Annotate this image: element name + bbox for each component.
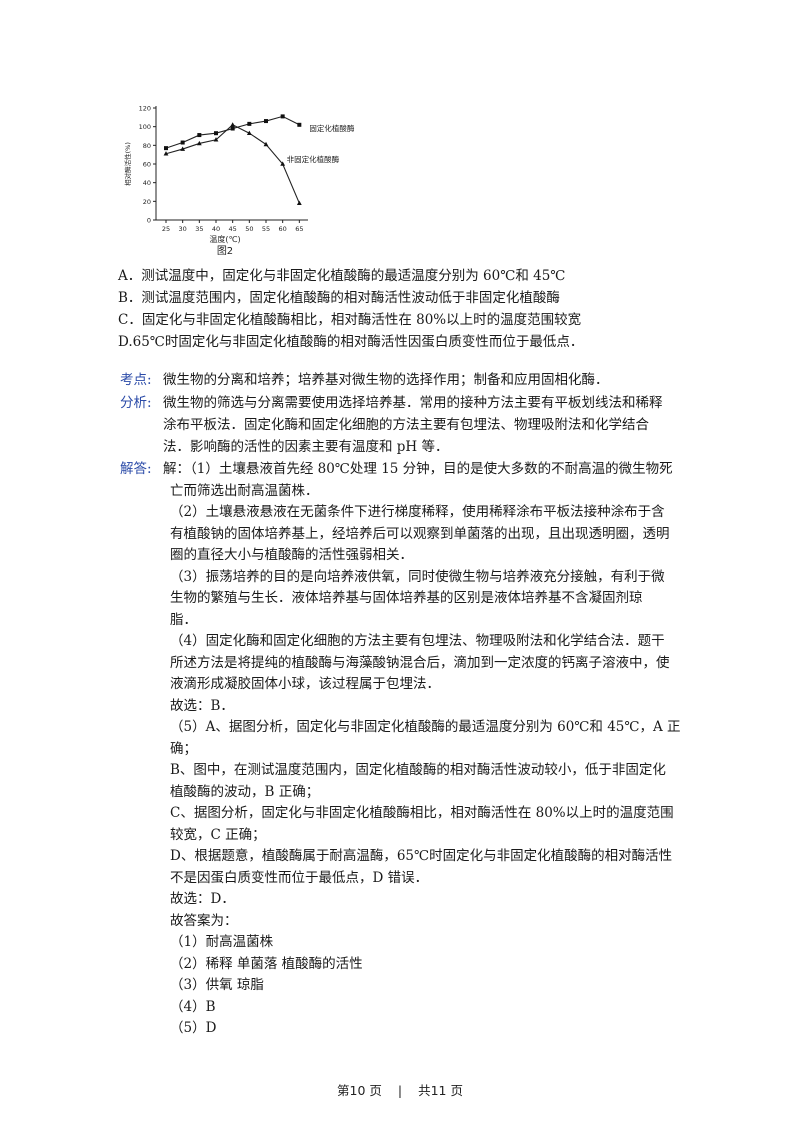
y-tick-label: 20 — [143, 198, 151, 206]
page-footer: 第10 页 | 共11 页 — [0, 1080, 800, 1099]
option-c: C．固定化与非固定化植酸酶相比，相对酶活性在 80%以上时的温度范围较宽 — [118, 312, 582, 328]
y-tick-label: 80 — [143, 142, 151, 150]
jieda-line: 故选：D． — [170, 891, 235, 907]
data-point — [180, 146, 186, 151]
data-point — [163, 151, 169, 156]
y-tick-label: 100 — [139, 123, 151, 131]
jieda-line: 液滴形成凝胶固体小球，该过程属于包埋法． — [170, 676, 440, 692]
figure-caption: 图2 — [217, 245, 233, 257]
data-point — [296, 200, 302, 205]
y-tick-label: 40 — [143, 179, 151, 187]
fenxi-line: 涂布平板法．固定化酶和固定化细胞的方法主要有包埋法、物理吸附法和化学结合 — [163, 417, 649, 433]
series-line — [165, 115, 300, 149]
data-point — [297, 122, 302, 127]
y-axis-label: 相对酶活性(%) — [123, 142, 132, 186]
x-tick-label: 25 — [162, 225, 170, 233]
jieda-line: （2）稀释 单菌落 植酸酶的活性 — [170, 955, 363, 972]
data-point — [246, 130, 252, 135]
jieda-line: 故答案为： — [170, 912, 238, 929]
series-line — [165, 124, 300, 204]
x-tick-label: 65 — [295, 225, 303, 233]
page-number: 第10 页 — [337, 1083, 382, 1098]
option-b: B．测试温度范围内，固定化植酸酶的相对酶活性波动低于非固定化植酸酶 — [118, 290, 560, 306]
jieda-line: （4）B — [170, 998, 216, 1015]
jieda-line: （5）A、据图分析，固定化与非固定化植酸酶的最适温度分别为 60℃和 45℃，A… — [170, 719, 681, 735]
data-point — [280, 161, 286, 166]
jieda-line: 植酸酶的波动，B 正确； — [170, 783, 320, 800]
data-point — [247, 121, 252, 126]
fenxi-line: 微生物的筛选与分离需要使用选择培养基．常用的接种方法主要有平板划线法和稀释 — [163, 395, 663, 411]
jieda-line: 不是因蛋白质变性而位于最低点，D 错误． — [170, 869, 429, 886]
series-label: 固定化植酸酶 — [309, 123, 354, 133]
jieda-line: C、据图分析，固定化与非固定化植酸酶相比，相对酶活性在 80%以上时的温度范围 — [170, 805, 674, 821]
fenxi-label: 分析: — [120, 395, 152, 411]
jieda-line: D、根据题意，植酸酶属于耐高温酶，65℃时固定化与非固定化植酸酶的相对酶活性 — [170, 848, 673, 864]
jieda-line: 生物的繁殖与生长．液体培养基与固体培养基的区别是液体培养基不含凝固剂琼 — [170, 590, 643, 606]
jieda-line: 圈的直径大小与植酸酶的活性强弱相关． — [170, 547, 413, 563]
data-point — [214, 131, 218, 136]
jieda-line: （4）固定化酶和固定化细胞的方法主要有包埋法、物理吸附法和化学结合法．题干 — [170, 633, 665, 649]
total-pages: 共11 页 — [418, 1083, 463, 1098]
x-tick-label: 45 — [229, 225, 237, 233]
jieda-line: （5）D — [170, 1020, 217, 1036]
jieda-line: B、图中，在测试温度范围内，固定化植酸酶的相对酶活性波动较小，低于非固定化 — [170, 762, 666, 778]
x-tick-label: 50 — [245, 225, 253, 233]
data-point — [164, 146, 168, 151]
enzyme-activity-chart: 0 20 40 60 80 100 120 25 30 35 40 45 50 55 60 65 温度(℃)图… — [116, 100, 376, 262]
jieda-line: 较宽，C 正确； — [170, 826, 266, 843]
data-point — [263, 141, 269, 147]
chart-svg: 0 20 40 60 80 100 120 25 30 35 40 45 50 55 60 65 温度(℃)图… — [123, 105, 355, 258]
y-tick-label: 120 — [139, 105, 151, 113]
jieda-line: 有植酸钠的固体培养基上，经培养后可以观察到单菌落的出现，且出现透明圈，透明 — [170, 525, 670, 542]
jieda-line: 解：（1）土壤悬液首先经 80℃处理 15 分钟，目的是使大多数的不耐高温的微生… — [163, 461, 673, 477]
data-point — [280, 114, 285, 119]
fenxi-line: 法．影响酶的活性的因素主要有温度和 pH 等． — [163, 439, 449, 455]
x-tick-label: 30 — [179, 225, 187, 233]
data-point — [197, 133, 202, 138]
x-tick-label: 35 — [195, 225, 203, 233]
y-tick-label: 0 — [147, 217, 151, 225]
data-point — [196, 140, 202, 146]
x-tick-label: 40 — [212, 225, 220, 233]
kaodian-text: 微生物的分离和培养；培养基对微生物的选择作用；制备和应用固相化酶． — [163, 372, 609, 388]
series-label: 非固定化植酸酶 — [287, 154, 340, 164]
jieda-label: 解答: — [120, 461, 152, 477]
y-tick-label: 60 — [143, 161, 151, 169]
footer-separator: | — [397, 1083, 403, 1098]
jieda-line: 亡而筛选出耐高温菌株． — [170, 482, 319, 499]
data-point — [230, 122, 236, 127]
x-axis-label: 温度(℃) — [209, 234, 240, 244]
data-point — [213, 137, 219, 142]
jieda-line: 所述方法是将提纯的植酸酶与海藻酸钠混合后，滴加到一定浓度的钙离子溶液中，使 — [170, 654, 670, 671]
kaodian-label: 考点: — [120, 372, 152, 388]
x-tick-label: 55 — [262, 225, 270, 233]
jieda-line: 故选：B． — [170, 697, 234, 714]
jieda-line: （1）耐高温菌株 — [170, 934, 274, 950]
jieda-line: （3）振荡培养的目的是向培养液供氧，同时使微生物与培养液充分接触，有利于微 — [170, 568, 665, 585]
jieda-line: 脂． — [170, 611, 197, 628]
option-a: A．测试温度中，固定化与非固定化植酸酶的最适温度分别为 60℃和 45℃ — [118, 268, 566, 284]
data-point — [180, 140, 185, 145]
x-tick-label: 60 — [279, 225, 287, 233]
option-d: D.65℃时固定化与非固定化植酸酶的相对酶活性因蛋白质变性而位于最低点． — [118, 334, 584, 350]
jieda-line: （2）土壤悬液悬液在无菌条件下进行梯度稀释，使用稀释涂布平板法接种涂布于含 — [170, 504, 665, 520]
data-point — [264, 119, 268, 124]
data-point — [230, 126, 235, 131]
jieda-line: 确； — [170, 740, 197, 757]
jieda-line: （3）供氧 琼脂 — [170, 977, 264, 993]
